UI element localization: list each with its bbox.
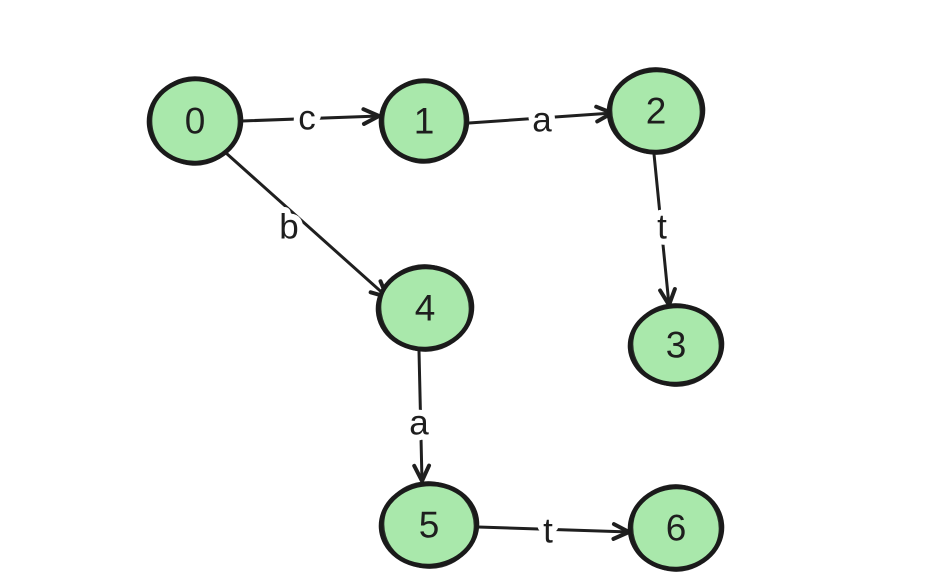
node-circle [375, 264, 475, 352]
edge-label: t [543, 512, 553, 551]
edge-label: c [298, 99, 316, 138]
node-3: 3 [627, 303, 725, 387]
node-circle [627, 303, 725, 387]
node-label: 2 [646, 91, 667, 132]
node-label: 5 [419, 505, 440, 546]
edge-line [476, 525, 628, 534]
edge-label: a [409, 404, 429, 443]
edge-line [240, 114, 378, 123]
edge-line [224, 151, 387, 297]
node-4: 4 [375, 264, 475, 352]
node-circle-sketch-line [381, 78, 467, 164]
edge-2-3: t [651, 142, 677, 307]
edge-label: b [279, 208, 298, 247]
node-0: 0 [146, 76, 244, 166]
node-circle [606, 67, 706, 155]
node-label: 4 [415, 288, 436, 329]
edge-line [417, 349, 424, 480]
node-circle-sketch-line [630, 303, 722, 387]
node-circle-sketch-line [630, 484, 722, 572]
arrowhead-icon [361, 107, 381, 126]
node-5: 5 [378, 481, 480, 569]
edge-0-4: b [224, 151, 389, 299]
edge-label: t [657, 208, 667, 247]
node-circle-sketch-line [381, 481, 477, 569]
node-circle [378, 481, 480, 569]
node-2: 2 [606, 67, 706, 155]
node-circle-sketch-line [149, 76, 241, 166]
edge-line [467, 111, 611, 125]
edge-line [651, 142, 671, 304]
edge-0-1: c [240, 93, 381, 144]
edge-1-2: a [467, 95, 614, 146]
node-label: 0 [185, 101, 206, 142]
node-circle-sketch-line [609, 67, 703, 155]
node-6: 6 [627, 484, 725, 572]
node-circle [146, 76, 244, 166]
node-label: 1 [414, 101, 435, 142]
edge-label: a [532, 101, 552, 140]
node-circle [627, 484, 725, 572]
node-label: 6 [666, 508, 687, 549]
node-circle [378, 78, 470, 164]
edge-5-6: t [476, 506, 631, 557]
node-1: 1 [378, 78, 470, 164]
node-circle-sketch-line [378, 264, 472, 352]
node-label: 3 [666, 325, 687, 366]
arrowhead-icon [412, 463, 432, 483]
edge-4-5: a [403, 349, 435, 483]
